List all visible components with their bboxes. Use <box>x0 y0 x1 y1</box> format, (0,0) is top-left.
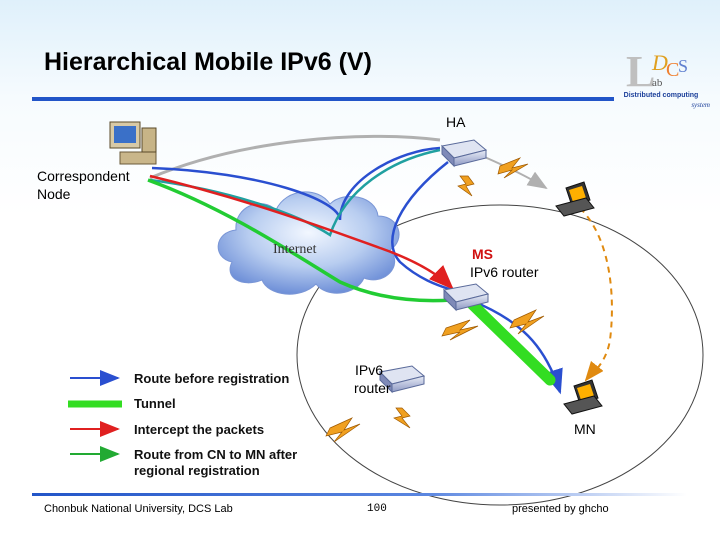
logo-letters-graphic: L D C S ab <box>626 47 688 96</box>
footer-page-number: 100 <box>367 503 387 515</box>
tunnel-ms-to-mn <box>466 298 556 386</box>
gray-route-cn-to-ha <box>149 134 441 180</box>
title-underline <box>32 97 614 101</box>
ms-router-label: IPv6 router <box>470 264 539 280</box>
wireless-signal-icon-5 <box>393 407 411 429</box>
svg-text:D: D <box>651 50 668 75</box>
svg-text:C: C <box>666 59 679 81</box>
laptop-icon-before <box>555 181 595 217</box>
wireless-signal-icon-6 <box>325 417 361 443</box>
teal-route-cn-to-ha <box>149 148 441 237</box>
green-route-cn-to-ms <box>147 178 453 303</box>
blue-route-ha-to-ms <box>391 161 453 292</box>
svg-text:S: S <box>678 56 688 76</box>
correspondent-computer-icon <box>109 121 157 165</box>
ha-label: HA <box>446 114 466 130</box>
footer-rule <box>32 493 687 496</box>
mn-laptop-icon <box>563 379 603 415</box>
regional-domain-boundary <box>296 204 704 506</box>
legend-label-after-line1: Route from CN to MN after <box>134 447 298 462</box>
orange-dashed-handoff <box>579 207 613 382</box>
red-intercept-route <box>149 174 454 290</box>
slide-title: Hierarchical Mobile IPv6 (V) <box>44 48 372 76</box>
svg-text:L: L <box>626 47 655 94</box>
legend-label-after-line2: regional registration <box>134 463 260 478</box>
mn-label: MN <box>574 421 596 437</box>
legend-label-tunnel: Tunnel <box>134 396 176 411</box>
legend-label-intercept: Intercept the packets <box>134 422 265 437</box>
internet-cloud <box>217 191 400 295</box>
correspondent-label-line1: Correspondent <box>37 168 130 184</box>
blue-route-cn-to-ha <box>151 146 441 221</box>
logo-subtitle: Distributed computing <box>623 92 699 99</box>
ms-label: MS <box>472 246 493 262</box>
correspondent-label-line2: Node <box>37 186 71 202</box>
access-router-label-line1: IPv6 <box>355 362 384 378</box>
wireless-signal-icon-4 <box>509 309 545 335</box>
wireless-signal-icon-3 <box>441 319 479 341</box>
legend-label-before: Route before registration <box>134 371 290 386</box>
footer-organization: Chonbuk National University, DCS Lab <box>44 503 233 515</box>
ha-router-icon <box>440 139 488 168</box>
svg-text:ab: ab <box>652 77 663 89</box>
wireless-signal-icon-1 <box>497 157 529 179</box>
wireless-signal-icon-2 <box>457 175 475 197</box>
access-router-label-line2: router <box>354 380 391 396</box>
footer-presenter: presented by ghcho <box>512 503 609 515</box>
access-router-icon <box>378 365 426 394</box>
dcs-lab-logo: L D C S ab Distributed computing system <box>612 40 712 112</box>
internet-label: Internet <box>273 242 317 257</box>
ms-router-icon <box>442 283 490 312</box>
logo-subtitle-2: system <box>691 101 710 109</box>
gray-route-ha-to-laptop <box>479 154 548 190</box>
